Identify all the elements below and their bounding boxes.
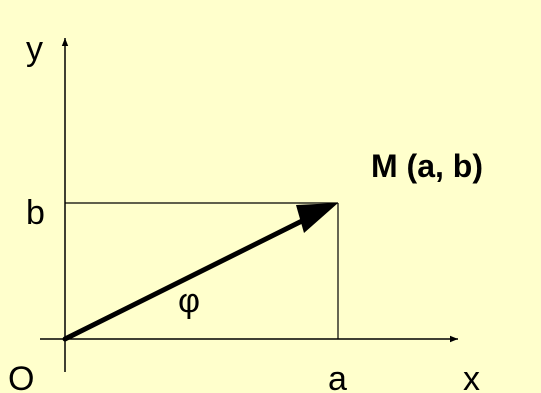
- origin-label: O: [8, 360, 34, 393]
- angle-label: φ: [178, 282, 200, 320]
- b-tick-label: b: [26, 194, 45, 232]
- a-tick-label: a: [328, 360, 347, 393]
- y-axis-label: y: [26, 30, 43, 68]
- point-label: M (a, b): [371, 148, 483, 184]
- x-axis-label: x: [463, 360, 480, 393]
- vector-shaft: [62, 213, 315, 342]
- vector-arrowhead: [296, 203, 338, 233]
